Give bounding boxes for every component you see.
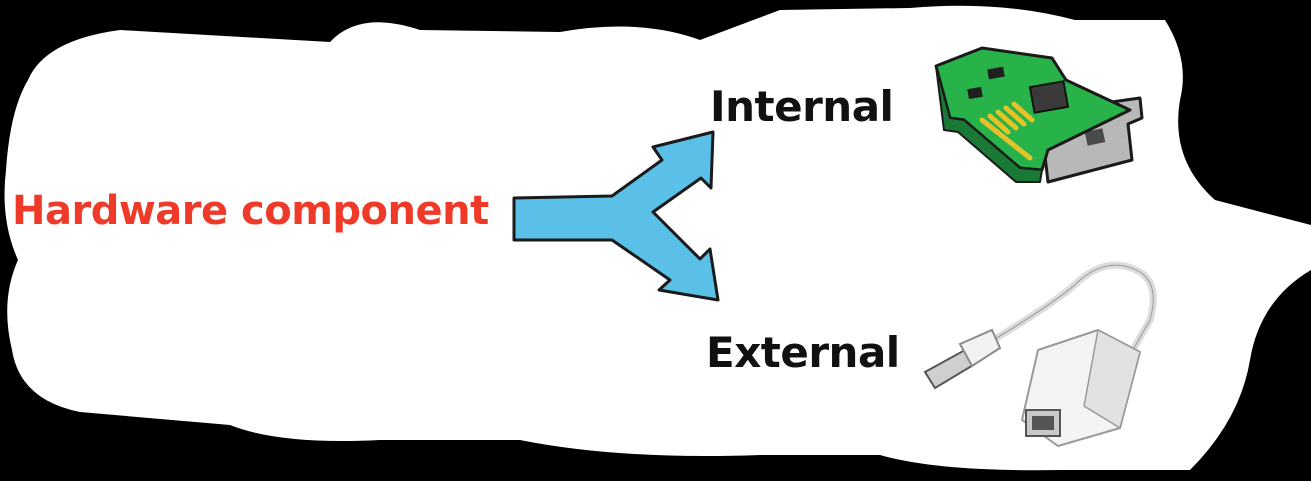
- internal-label: Internal: [710, 82, 893, 131]
- source-label: Hardware component: [12, 188, 489, 234]
- external-label: External: [706, 328, 900, 377]
- adapter-port-hole: [1032, 416, 1054, 430]
- card-chip: [1030, 81, 1068, 113]
